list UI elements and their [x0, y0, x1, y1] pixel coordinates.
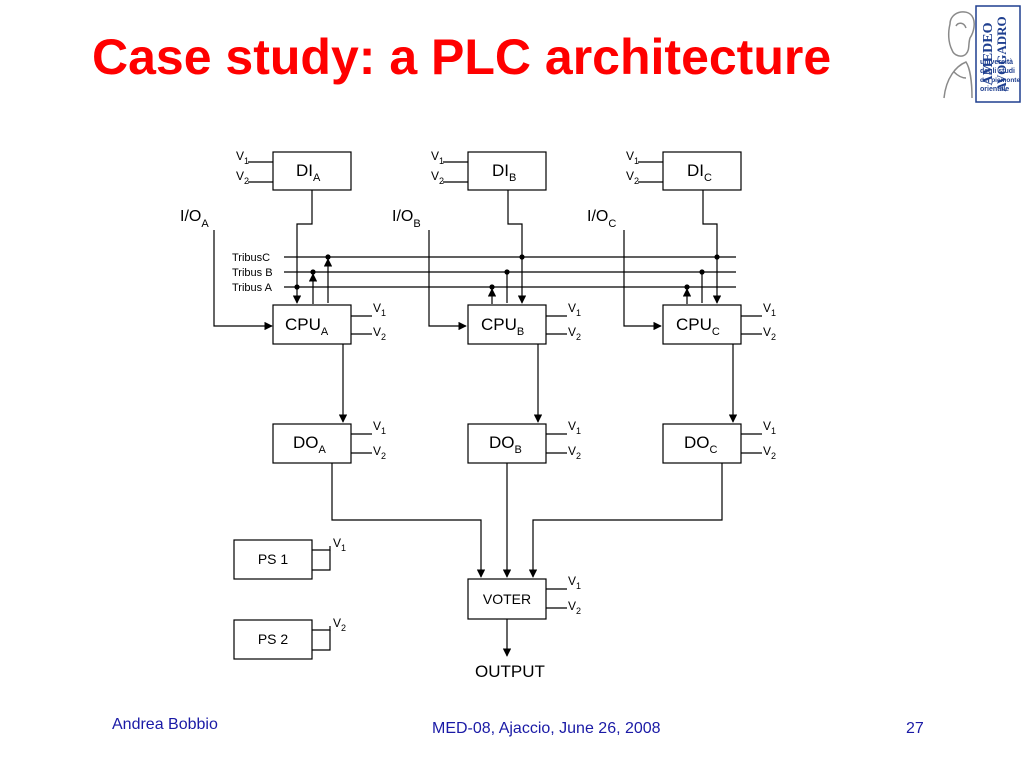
- voter-label: VOTER: [483, 591, 531, 607]
- do-b-v2: V2: [568, 444, 581, 461]
- cpu-c-box: [662, 304, 742, 345]
- slide-title: Case study: a PLC architecture: [92, 29, 832, 85]
- ps2-box: [233, 619, 313, 660]
- di-c-v1: V1: [626, 149, 639, 166]
- output-label: OUTPUT: [475, 662, 545, 681]
- cpu-a-v2: V2: [373, 325, 386, 342]
- logo-tagline-3: del piemonte: [980, 77, 1020, 84]
- channel-a: DIA V1 V2 I/OA CPUA V1 V2 DOA: [180, 149, 386, 464]
- di-b-label: DIB: [492, 161, 516, 184]
- do-c-v1: V1: [763, 419, 776, 436]
- io-c-label: I/OC: [587, 208, 616, 230]
- di-a-v1: V1: [236, 149, 249, 166]
- channel-b: DIB V1 V2 I/OB CPUB V1 V2 DOB: [392, 149, 581, 464]
- cpu-a-v1: V1: [373, 301, 386, 318]
- cpu-b-label: CPUB: [481, 315, 524, 338]
- do-c-label: DOC: [684, 433, 718, 456]
- di-c-v2: V2: [626, 169, 639, 186]
- cpu-b-box: [467, 304, 547, 345]
- logo-tagline-1: università: [980, 59, 1013, 66]
- logo-tagline-2: degli studi: [980, 68, 1015, 75]
- di-c-box: [662, 151, 742, 191]
- cpu-a-box: [272, 304, 352, 345]
- di-a-v2: V2: [236, 169, 249, 186]
- do-c-box: [662, 423, 742, 464]
- do-a-v1: V1: [373, 419, 386, 436]
- ps1-label: PS 1: [258, 551, 289, 567]
- ps2-label: PS 2: [258, 631, 289, 647]
- cpu-c-label: CPUC: [676, 315, 720, 338]
- tribus-b-label: Tribus B: [232, 267, 273, 279]
- cpu-b-v2: V2: [568, 325, 581, 342]
- cpu-c-v2: V2: [763, 325, 776, 342]
- ps1-v1: V1: [333, 536, 346, 553]
- di-b-v1: V1: [431, 149, 444, 166]
- di-b-box: [467, 151, 547, 191]
- tribus-c-label: TribusC: [232, 252, 270, 264]
- cpu-c-v1: V1: [763, 301, 776, 318]
- logo-tagline-4: orientale: [980, 86, 1009, 93]
- do-a-box: [272, 423, 352, 464]
- do-c-to-voter-wire: [528, 463, 723, 578]
- io-a-label: I/OA: [180, 208, 209, 230]
- channel-c: DIC V1 V2 I/OC CPUC V1 V2 DOC: [587, 149, 776, 464]
- do-b-v1: V1: [568, 419, 581, 436]
- cpu-a-label: CPUA: [285, 315, 329, 338]
- logo-name-block: AMEDEO AVOGADRO: [981, 16, 1009, 91]
- university-logo: AMEDEO AVOGADRO università degli studi d…: [936, 2, 1022, 106]
- portrait-icon: [943, 11, 975, 99]
- di-c-label: DIC: [687, 161, 712, 184]
- ps2-v2: V2: [333, 616, 346, 633]
- voter-v1: V1: [568, 574, 581, 591]
- ps1-box: [233, 539, 313, 580]
- logo-name-line1: AMEDEO: [981, 22, 996, 85]
- tribus-a-label: Tribus A: [232, 282, 273, 294]
- logo-name-line2: AVOGADRO: [994, 16, 1009, 91]
- footer-event: MED-08, Ajaccio, June 26, 2008: [432, 720, 661, 737]
- io-b-label: I/OB: [392, 208, 421, 230]
- di-a-label: DIA: [296, 161, 321, 184]
- cpu-b-v1: V1: [568, 301, 581, 318]
- slide-number: 27: [906, 720, 924, 737]
- do-a-to-voter-wire: [331, 463, 486, 578]
- do-a-label: DOA: [293, 433, 327, 456]
- footer-author: Andrea Bobbio: [112, 716, 218, 733]
- voter-v2: V2: [568, 599, 581, 616]
- do-b-label: DOB: [489, 433, 522, 456]
- do-c-v2: V2: [763, 444, 776, 461]
- di-b-v2: V2: [431, 169, 444, 186]
- do-b-box: [467, 423, 547, 464]
- do-a-v2: V2: [373, 444, 386, 461]
